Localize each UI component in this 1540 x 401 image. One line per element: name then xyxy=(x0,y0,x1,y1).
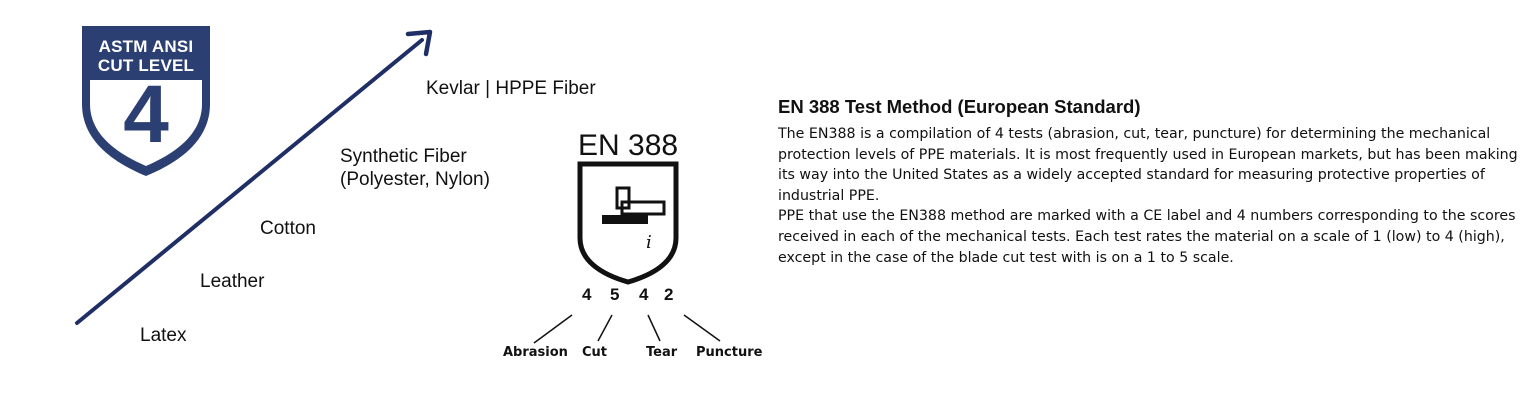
test-abrasion: Abrasion xyxy=(503,345,568,360)
en388-shield: i xyxy=(577,161,679,285)
score-connectors xyxy=(533,314,721,344)
info-body: The EN388 is a compilation of 4 tests (a… xyxy=(778,124,1518,268)
test-tear: Tear xyxy=(646,345,678,360)
test-puncture: Puncture xyxy=(696,345,763,360)
info-paragraph-1: The EN388 is a compilation of 4 tests (a… xyxy=(778,126,1518,204)
info-heading: EN 388 Test Method (European Standard) xyxy=(778,96,1141,117)
material-kevlar: Kevlar | HPPE Fiber xyxy=(426,78,596,99)
material-latex: Latex xyxy=(140,325,187,346)
shield-icon xyxy=(82,26,210,176)
badge-line2: CUT LEVEL xyxy=(97,56,195,75)
material-cotton: Cotton xyxy=(260,218,316,239)
info-paragraph-2: PPE that use the EN388 method are marked… xyxy=(778,208,1516,266)
material-leather: Leather xyxy=(200,271,265,292)
cut-level-badge: ASTM ANSI CUT LEVEL 4 xyxy=(76,22,216,180)
material-synthetic: Synthetic Fiber xyxy=(340,146,467,167)
score-abrasion: 4 xyxy=(582,285,592,304)
badge-line1: ASTM ANSI xyxy=(98,37,194,56)
hammer-anvil-icon xyxy=(602,186,666,224)
score-tear: 4 xyxy=(639,285,649,304)
badge-level: 4 xyxy=(123,69,169,160)
score-puncture: 2 xyxy=(664,285,674,304)
score-cut: 5 xyxy=(610,285,620,304)
en388-title: EN 388 xyxy=(578,129,679,162)
material-synthetic-detail: (Polyester, Nylon) xyxy=(340,169,490,190)
info-icon: i xyxy=(646,232,652,253)
test-cut: Cut xyxy=(582,345,608,360)
arrow-icon xyxy=(75,29,433,325)
